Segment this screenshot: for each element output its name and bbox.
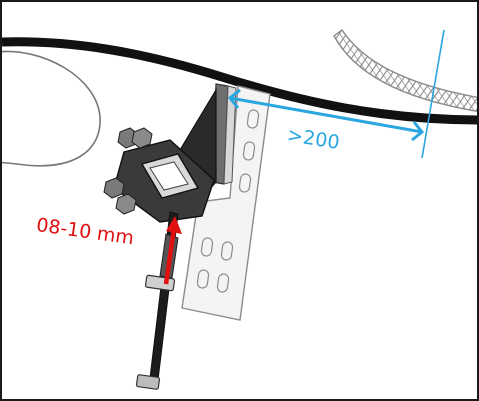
distance-dimension: [227, 29, 445, 159]
clamp-housing: [113, 139, 215, 223]
mounting-plate: [181, 85, 271, 321]
left-drum: [2, 50, 101, 167]
gap-arrow: [163, 216, 182, 285]
conveyor-belt: [2, 37, 477, 125]
right-drum-hatched: [333, 28, 477, 112]
clamp-nuts: [103, 127, 153, 215]
